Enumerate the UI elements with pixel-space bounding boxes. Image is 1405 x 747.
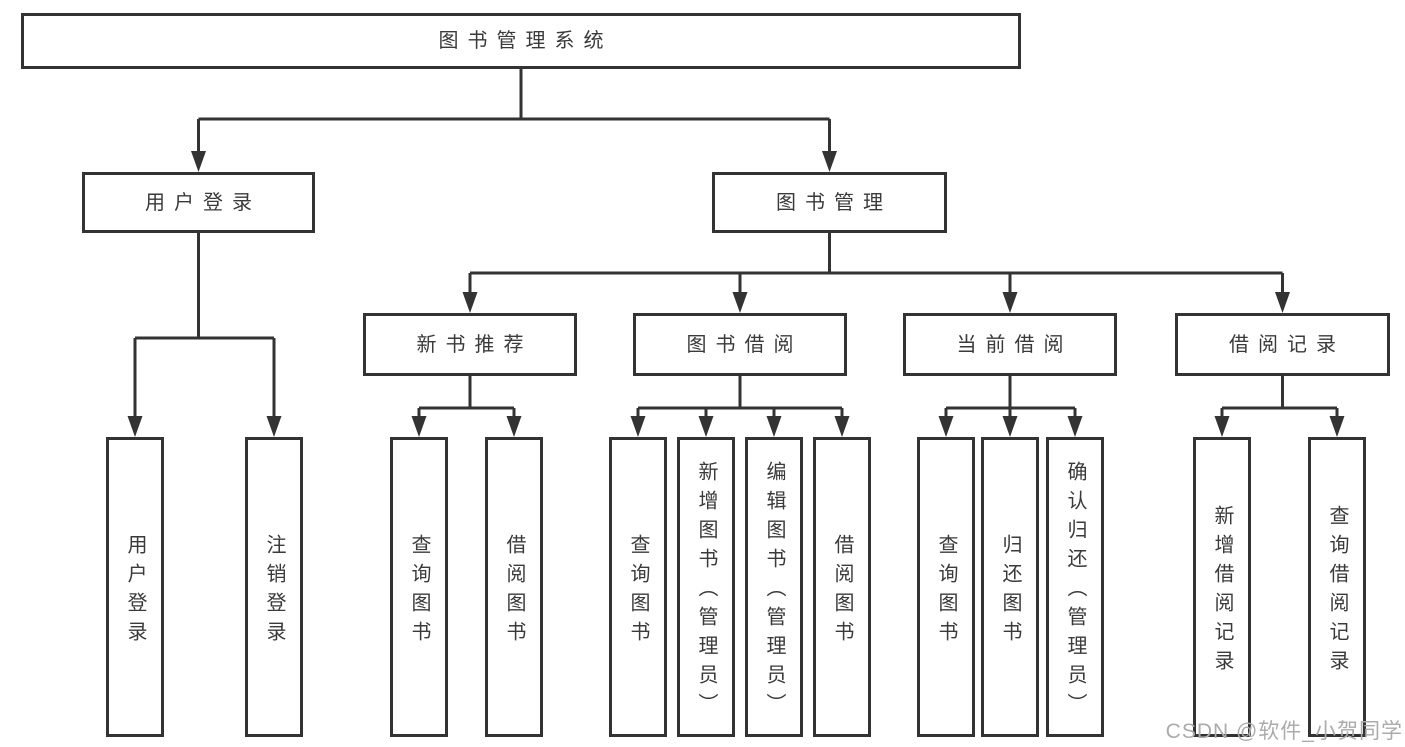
node-label: 图书管理 [776,191,892,214]
node-label: 图书管理系统 [438,30,613,52]
node-label: 借阅记录 [1229,333,1345,356]
node-query-borrow-record: 查询借阅记录 [1308,437,1366,737]
node-current-borrowing: 当前借阅 [903,313,1117,376]
node-label: 借阅图书 [503,533,525,650]
node-user-login-leaf: 用户登录 [106,437,164,737]
node-new-book-recommendation: 新书推荐 [363,313,577,376]
node-label: 用户登录 [145,191,261,214]
node-borrowing-records: 借阅记录 [1175,313,1390,376]
node-library-management-system: 图书管理系统 [21,13,1021,69]
node-confirm-return-admin: 确认归还（管理员） [1046,437,1104,737]
node-query-books-1: 查询图书 [390,437,448,737]
node-label: 借阅图书 [831,533,853,650]
node-label: 查询图书 [935,533,957,650]
node-user-login: 用户登录 [82,172,315,233]
node-borrow-books-2: 借阅图书 [813,437,871,737]
node-label: 查询图书 [627,533,649,650]
node-label: 确认归还（管理员） [1064,461,1086,722]
node-book-management: 图书管理 [712,172,947,233]
node-label: 新增借阅记录 [1211,504,1233,679]
node-label: 查询借阅记录 [1326,504,1348,679]
node-label: 当前借阅 [956,333,1073,356]
node-add-borrow-record: 新增借阅记录 [1193,437,1251,737]
node-book-borrowing: 图书借阅 [633,313,847,376]
node-label: 用户登录 [124,533,146,650]
node-label: 查询图书 [408,533,430,650]
node-label: 新书推荐 [416,333,533,356]
node-return-book: 归还图书 [981,437,1039,737]
node-label: 图书借阅 [686,333,803,356]
node-query-books-2: 查询图书 [609,437,667,737]
node-logout: 注销登录 [245,437,303,737]
node-label: 编辑图书（管理员） [763,461,785,722]
node-add-book-admin: 新增图书（管理员） [677,437,735,737]
csdn-watermark: CSDN @软件_小贺同学 [1165,720,1403,743]
node-query-books-3: 查询图书 [917,437,975,737]
node-label: 归还图书 [999,533,1021,650]
node-label: 新增图书（管理员） [695,461,717,722]
node-label: 注销登录 [263,533,285,650]
node-borrow-books-1: 借阅图书 [485,437,543,737]
node-edit-book-admin: 编辑图书（管理员） [745,437,803,737]
